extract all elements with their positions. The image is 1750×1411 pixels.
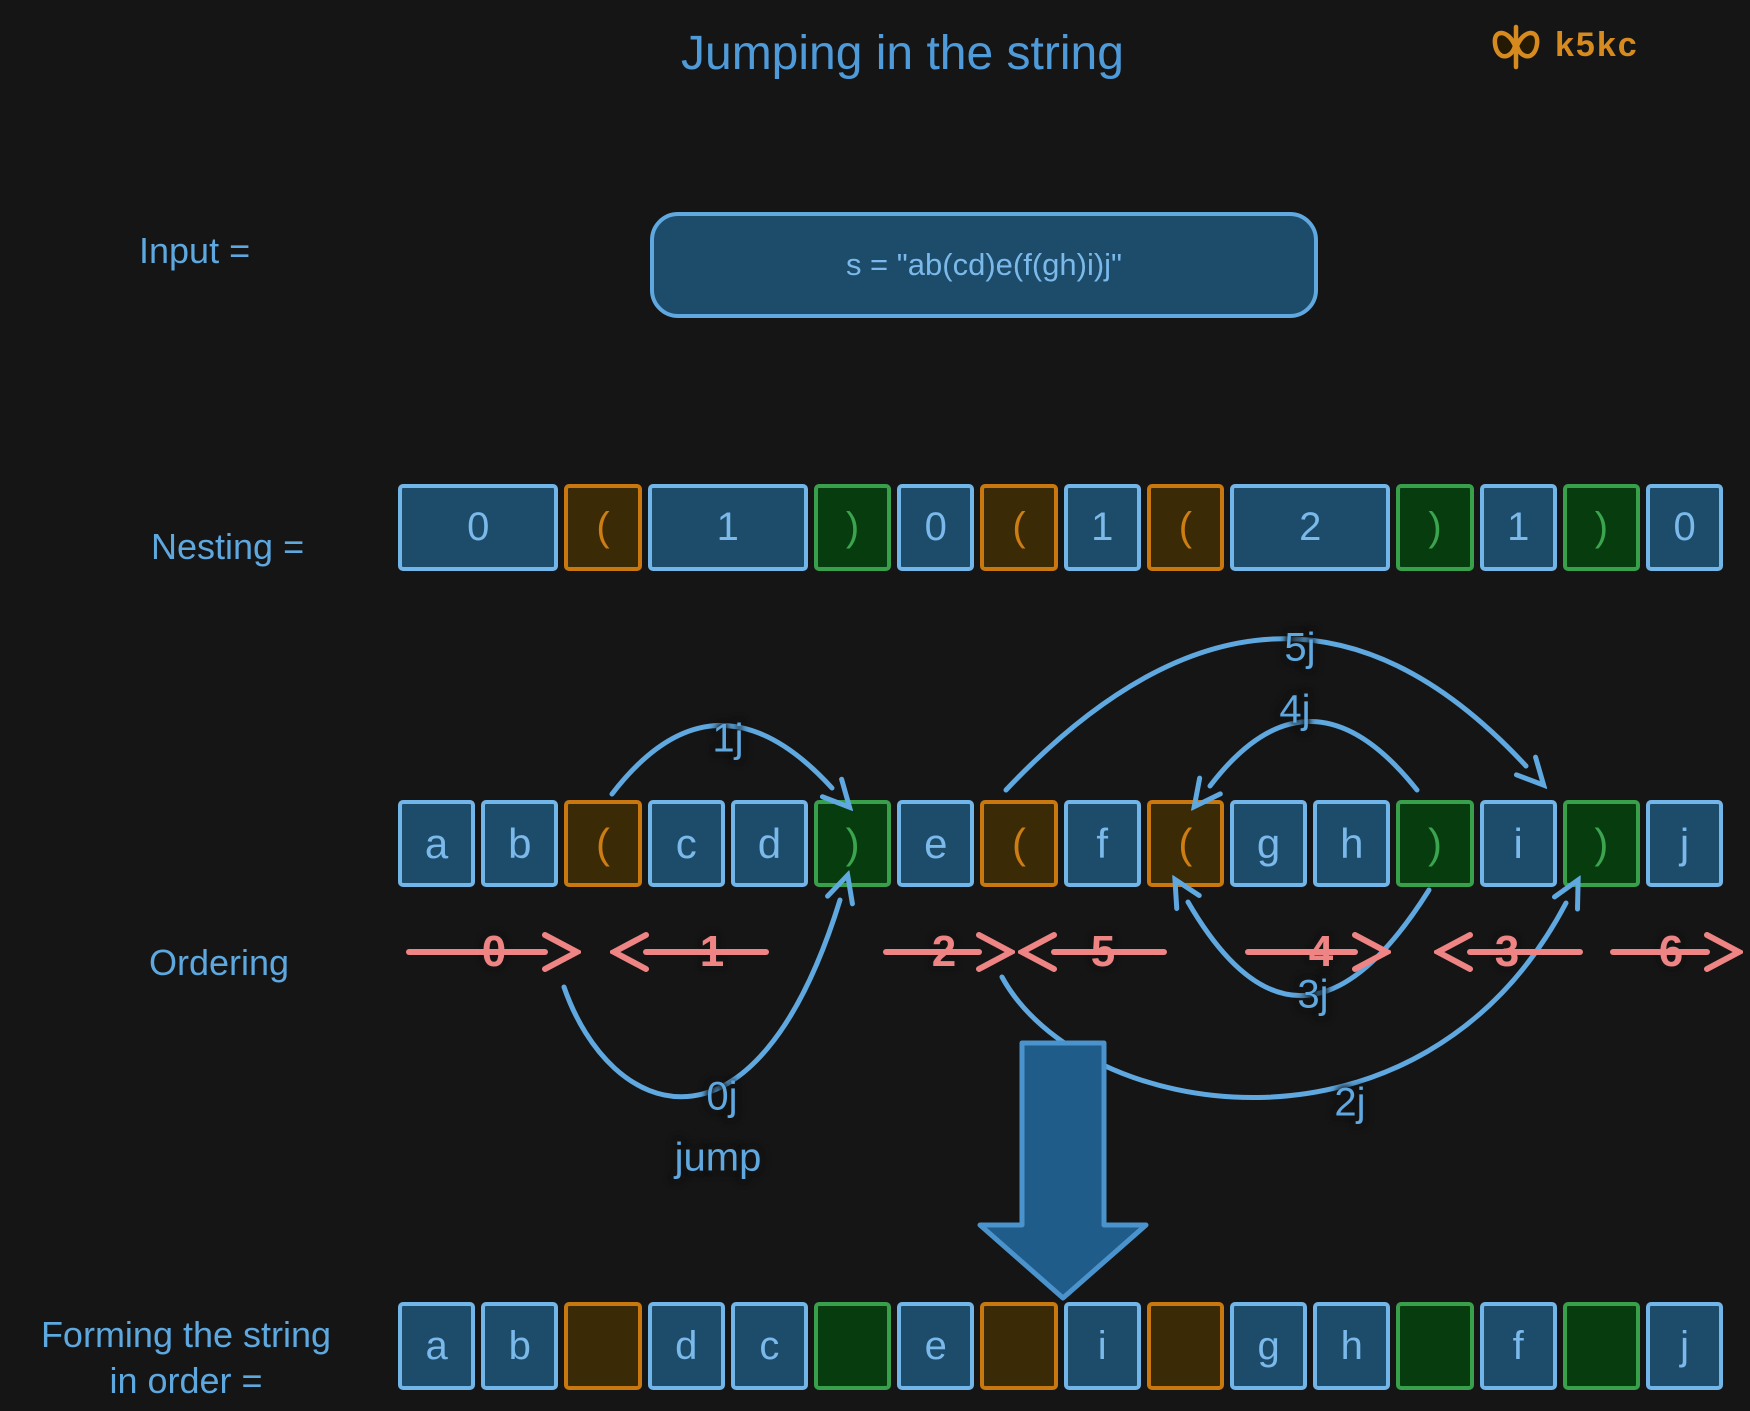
cell-g: g [1230, 1302, 1308, 1390]
cell-a: a [398, 1302, 476, 1390]
cell-j: j [1646, 1302, 1724, 1390]
result-label: Forming the string in order = [16, 1312, 356, 1404]
cell-h: h [1313, 800, 1391, 887]
cell-f: f [1063, 800, 1141, 887]
jump-word-label: jump [674, 1135, 762, 1180]
input-box: s = "ab(cd)e(f(gh)i)j" [650, 212, 1318, 318]
cell-): ) [1396, 800, 1474, 887]
cell-b: b [481, 1302, 559, 1390]
jump-label-3j: 3j [1297, 972, 1329, 1017]
cell-(: ( [980, 484, 1058, 571]
cell-i: i [1063, 1302, 1141, 1390]
cell-(: ( [564, 484, 642, 571]
cell-): ) [814, 484, 892, 571]
cell-1: 1 [647, 484, 808, 571]
cell-empty-close [814, 1302, 892, 1390]
cell-): ) [1562, 800, 1640, 887]
cell-0: 0 [1646, 484, 1724, 571]
result-label-line2: in order = [109, 1360, 263, 1401]
cell-h: h [1313, 1302, 1391, 1390]
jump-label-5j: 5j [1284, 625, 1316, 670]
down-arrow [977, 1040, 1149, 1301]
cell-0: 0 [398, 484, 559, 571]
cell-g: g [1230, 800, 1308, 887]
ordering-arrow-label-6: 6 [1658, 927, 1684, 976]
ordering-arrow-label-5: 5 [1090, 927, 1116, 976]
logo-text: k5kc [1555, 26, 1639, 64]
result-label-line1: Forming the string [40, 1314, 332, 1355]
cell-empty-open [564, 1302, 642, 1390]
jump-label-2j: 2j [1334, 1080, 1366, 1125]
input-label: Input = [139, 230, 251, 271]
cell-a: a [398, 800, 476, 887]
cell-empty-close [1562, 1302, 1640, 1390]
cell-d: d [730, 800, 808, 887]
cell-(: ( [980, 800, 1058, 887]
cell-d: d [647, 1302, 725, 1390]
cell-c: c [647, 800, 725, 887]
jump-label-1j: 1j [712, 716, 744, 761]
cell-empty-close [1396, 1302, 1474, 1390]
cell-j: j [1646, 800, 1724, 887]
ordering-arrow-label-4: 4 [1308, 927, 1334, 976]
nesting-label: Nesting = [151, 526, 305, 567]
ordering-label: Ordering [149, 942, 290, 983]
cell-): ) [1562, 484, 1640, 571]
jump-arc-4j [1210, 719, 1420, 790]
cell-): ) [814, 800, 892, 887]
ordering-arrow-label-0: 0 [481, 927, 507, 976]
cell-0: 0 [897, 484, 975, 571]
cell-e: e [897, 1302, 975, 1390]
jump-arc-5j [1003, 636, 1526, 793]
cell-(: ( [1146, 484, 1224, 571]
jump-arc-2j [999, 903, 1566, 1100]
cell-empty-open [980, 1302, 1058, 1390]
cell-1: 1 [1063, 484, 1141, 571]
jump-label-4j: 4j [1279, 687, 1311, 732]
cell-empty-open [1146, 1302, 1224, 1390]
cell-1: 1 [1479, 484, 1557, 571]
cell-(: ( [1146, 800, 1224, 887]
jump-label-0j: 0j [706, 1074, 738, 1119]
ordering-arrow-label-2: 2 [931, 927, 957, 976]
cell-b: b [481, 800, 559, 887]
page-title: Jumping in the string [681, 27, 1124, 80]
cell-(: ( [564, 800, 642, 887]
cell-e: e [897, 800, 975, 887]
cell-f: f [1479, 1302, 1557, 1390]
cell-i: i [1479, 800, 1557, 887]
cell-c: c [730, 1302, 808, 1390]
input-value: s = "ab(cd)e(f(gh)i)j" [845, 247, 1123, 282]
ordering-arrow-label-3: 3 [1494, 927, 1520, 976]
butterfly-icon [1492, 24, 1540, 70]
cell-): ) [1396, 484, 1474, 571]
ordering-arrow-label-1: 1 [699, 927, 725, 976]
cell-2: 2 [1230, 484, 1391, 571]
